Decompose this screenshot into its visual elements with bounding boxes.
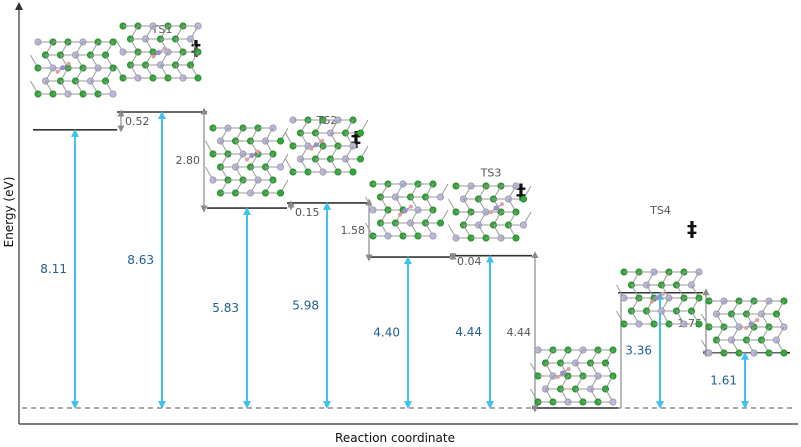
structure-ts1: [115, 22, 202, 82]
y-axis-label: Energy (eV): [2, 177, 16, 248]
energy-value-ts4: 3.36: [625, 343, 652, 357]
ts-label-ts4: TS4: [649, 204, 671, 217]
structure-ts3: [448, 182, 532, 242]
structure-ts4: [616, 268, 703, 328]
structure-int1: [205, 124, 289, 197]
ts-label-ts3: TS3: [480, 167, 502, 180]
structure-int2: [365, 180, 449, 240]
double-dagger-ts3: ‡: [516, 180, 526, 204]
double-dagger-ts2: ‡: [351, 127, 361, 151]
step-value-1: 0.52: [125, 115, 150, 128]
energy-value-int2: 4.40: [373, 326, 400, 340]
energy-value-ts2: 5.98: [292, 298, 319, 312]
step-value-2: 2.80: [176, 154, 201, 167]
energy-value-final: 1.61: [710, 373, 737, 387]
structure-final: [701, 297, 788, 357]
step-value-6: 4.44: [507, 326, 532, 339]
energy-value-start: 8.11: [40, 262, 67, 276]
structure-start: [30, 38, 117, 98]
x-axis-label: Reaction coordinate: [335, 431, 455, 445]
structure-ts2: [285, 116, 369, 176]
energy-value-ts1: 8.63: [127, 253, 154, 267]
step-value-5: 0.04: [457, 255, 482, 268]
step-value-3: 0.15: [295, 206, 320, 219]
step-value-4: 1.58: [341, 224, 366, 237]
energy-value-ts3: 4.44: [455, 325, 482, 339]
double-dagger-ts4: ‡: [687, 217, 697, 241]
structure-int3: [530, 346, 617, 406]
energy-value-int1: 5.83: [212, 301, 239, 315]
